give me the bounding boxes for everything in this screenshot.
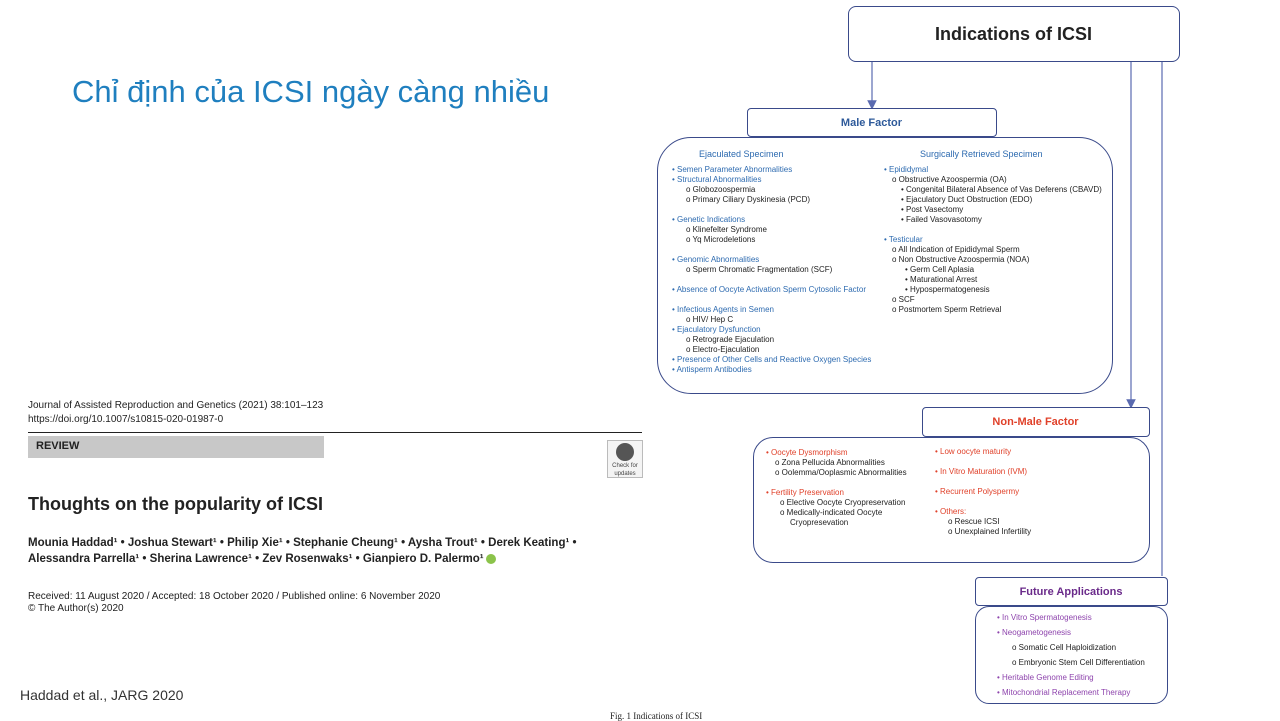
male-factor-label: Male Factor xyxy=(840,117,903,129)
ejaculated-item: • Genetic Indications xyxy=(672,215,746,224)
future-item: • Neogametogenesis xyxy=(997,628,1071,637)
orcid-icon[interactable] xyxy=(485,553,496,564)
ejaculated-item: • Infectious Agents in Semen xyxy=(672,305,774,314)
retrieved-item: • Ejaculatory Duct Obstruction (EDO) xyxy=(901,195,1033,204)
ejaculated-item: o HIV/ Hep C xyxy=(686,315,734,324)
retrieved-item: • Germ Cell Aplasia xyxy=(905,265,975,274)
future-item: o Embryonic Stem Cell Differentiation xyxy=(1012,658,1145,667)
ejaculated-item: • Structural Abnormalities xyxy=(672,175,762,184)
future-item: • Mitochondrial Replacement Therapy xyxy=(997,688,1131,697)
retrieved-item: • Testicular xyxy=(884,235,923,244)
review-label: REVIEW xyxy=(36,440,80,452)
diagram-connectors xyxy=(867,62,1163,576)
future-applications-header: Future Applications xyxy=(975,577,1168,606)
retrieved-item: o Non Obstructive Azoospermia (NOA) xyxy=(892,255,1030,264)
ejaculated-specimen-title: Ejaculated Specimen xyxy=(699,149,784,159)
doi-link[interactable]: https://doi.org/10.1007/s10815-020-01987… xyxy=(28,414,224,425)
retrieved-item: o Obstructive Azoospermia (OA) xyxy=(892,175,1007,184)
copyright-notice: © The Author(s) 2020 xyxy=(28,603,124,614)
journal-reference: Journal of Assisted Reproduction and Gen… xyxy=(28,400,324,411)
ejaculated-item: • Absence of Oocyte Activation Sperm Cyt… xyxy=(672,285,866,294)
non-male-right-item: o Rescue ICSI xyxy=(948,517,1000,526)
non-male-right-item: • Recurrent Polyspermy xyxy=(935,487,1020,496)
surgically-retrieved-title: Surgically Retrieved Specimen xyxy=(920,149,1043,159)
male-factor-header: Male Factor xyxy=(747,108,997,137)
future-item: • Heritable Genome Editing xyxy=(997,673,1094,682)
non-male-left-item: o Elective Oocyte Cryopreservation xyxy=(780,498,906,507)
citation-text: Haddad et al., JARG 2020 xyxy=(20,687,184,703)
ejaculated-item: • Presence of Other Cells and Reactive O… xyxy=(672,355,872,364)
paper-title: Thoughts on the popularity of ICSI xyxy=(28,494,323,514)
diagram-title: Indications of ICSI xyxy=(934,24,1092,44)
authors-line-2: Alessandra Parrella¹ • Sherina Lawrence¹… xyxy=(28,553,496,565)
non-male-left-item: • Oocyte Dysmorphism xyxy=(766,448,848,457)
retrieved-item: • Hypospermatogenesis xyxy=(905,285,990,294)
retrieved-item: • Post Vasectomy xyxy=(901,205,964,214)
figure-caption: Fig. 1 Indications of ICSI xyxy=(610,711,703,721)
check-updates-icon xyxy=(616,443,634,461)
ejaculated-item: • Genomic Abnormalities xyxy=(672,255,760,264)
retrieved-item: • Maturational Arrest xyxy=(905,275,978,284)
check-for-updates-badge[interactable]: Check for updates xyxy=(607,440,643,478)
ejaculated-item: • Semen Parameter Abnormalities xyxy=(672,165,793,174)
non-male-factor-label: Non-Male Factor xyxy=(992,416,1079,428)
non-male-left-item: • Fertility Preservation xyxy=(766,488,844,497)
non-male-left-item: o Oolemma/Ooplasmic Abnormalities xyxy=(775,468,907,477)
non-male-right-item: o Unexplained Infertility xyxy=(948,527,1032,536)
ejaculated-item: • Antisperm Antibodies xyxy=(672,365,752,374)
badge-text-line1: Check for xyxy=(612,463,638,469)
authors-line-1: Mounia Haddad¹ • Joshua Stewart¹ • Phili… xyxy=(28,537,577,549)
ejaculated-item: o Primary Ciliary Dyskinesia (PCD) xyxy=(686,195,811,204)
diagram-title-box: Indications of ICSI xyxy=(848,6,1180,62)
retrieved-item: • Congenital Bilateral Absence of Vas De… xyxy=(901,185,1102,194)
ejaculated-item: o Electro-Ejaculation xyxy=(686,345,760,354)
non-male-left-item: o Medically-indicated Oocyte xyxy=(780,508,883,517)
slide-title: Chỉ định của ICSI ngày càng nhiều xyxy=(72,74,550,109)
review-banner xyxy=(28,436,324,458)
future-applications-panel xyxy=(975,606,1168,704)
non-male-right-item: • In Vitro Maturation (IVM) xyxy=(935,467,1028,476)
non-male-right-item: • Others: xyxy=(935,507,967,516)
non-male-factor-panel xyxy=(753,437,1150,563)
retrieved-item: o All Indication of Epididymal Sperm xyxy=(892,245,1020,254)
non-male-left-item: Cryopresevation xyxy=(790,518,849,527)
retrieved-item: o SCF xyxy=(892,295,915,304)
future-item: • In Vitro Spermatogenesis xyxy=(997,613,1092,622)
future-applications-label: Future Applications xyxy=(1019,586,1123,598)
publication-dates: Received: 11 August 2020 / Accepted: 18 … xyxy=(28,591,441,602)
retrieved-item: • Failed Vasovasotomy xyxy=(901,215,982,224)
badge-text-line2: updates xyxy=(614,471,636,477)
ejaculated-item: o Globozoospermia xyxy=(686,185,756,194)
ejaculated-item: o Klinefelter Syndrome xyxy=(686,225,767,234)
future-item: o Somatic Cell Haploidization xyxy=(1012,643,1117,652)
ejaculated-item: o Yq Microdeletions xyxy=(686,235,756,244)
non-male-right-item: • Low oocyte maturity xyxy=(935,447,1012,456)
male-factor-panel xyxy=(657,137,1113,394)
ejaculated-item: o Sperm Chromatic Fragmentation (SCF) xyxy=(686,265,833,274)
retrieved-item: o Postmortem Sperm Retrieval xyxy=(892,305,1002,314)
header-divider xyxy=(28,432,642,433)
ejaculated-item: o Retrograde Ejaculation xyxy=(686,335,775,344)
non-male-factor-header: Non-Male Factor xyxy=(922,407,1150,437)
retrieved-item: • Epididymal xyxy=(884,165,929,174)
authors-line-2-text: Alessandra Parrella¹ • Sherina Lawrence¹… xyxy=(28,553,484,565)
non-male-left-item: o Zona Pellucida Abnormalities xyxy=(775,458,885,467)
ejaculated-item: • Ejaculatory Dysfunction xyxy=(672,325,761,334)
